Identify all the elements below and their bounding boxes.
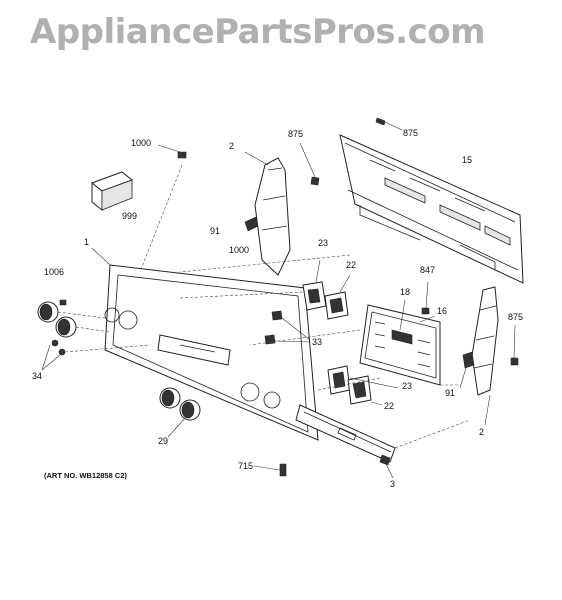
callout-875-left: 875 (288, 129, 304, 139)
callout-91-left: 91 (210, 226, 221, 236)
screw-1000 (139, 144, 187, 273)
assembly-lines (179, 254, 471, 449)
callout-23-upper: 23 (318, 238, 329, 248)
rear-bracket-panel (339, 134, 524, 284)
callout-16: 16 (437, 306, 448, 316)
callout-1: 1 (84, 237, 90, 247)
callout-22-lower: 22 (384, 401, 395, 411)
screw-875-top (375, 117, 403, 131)
callout-875-right: 875 (508, 312, 524, 322)
callout-22-upper: 22 (346, 260, 357, 270)
right-end-cap (459, 286, 499, 426)
callout-1000-top: 1000 (131, 138, 152, 148)
callout-23-lower: 23 (402, 381, 413, 391)
foam-block-999 (90, 171, 134, 212)
infinite-switch-lower (327, 365, 399, 406)
callout-1000-bottom: 1000 (229, 245, 250, 255)
callout-999: 999 (122, 211, 138, 221)
screw-875-left (299, 142, 320, 186)
callout-715: 715 (238, 461, 254, 471)
callout-847: 847 (420, 265, 436, 275)
callout-29: 29 (158, 436, 169, 446)
callout-15: 15 (462, 155, 473, 165)
callout-34: 34 (32, 371, 43, 381)
knobs-bottom (159, 387, 201, 438)
knobs-left (37, 299, 151, 371)
callout-2-left: 2 (229, 141, 235, 151)
clips-33 (264, 310, 311, 345)
infinite-switch-upper (179, 259, 351, 320)
callout-33: 33 (312, 337, 323, 347)
callout-875-top: 875 (403, 128, 419, 138)
screw-715 (253, 463, 287, 477)
watermark: AppliancePartsPros.com (30, 12, 486, 52)
screw-847 (421, 281, 430, 315)
callout-2-right: 2 (479, 427, 485, 437)
screw-875-right (510, 324, 519, 366)
callout-3: 3 (390, 479, 396, 489)
left-end-cap (244, 151, 291, 276)
callout-91-right: 91 (445, 388, 456, 398)
callout-1006: 1006 (44, 267, 65, 277)
bottom-trim (295, 404, 396, 479)
control-panel (91, 247, 319, 441)
art-number: (ART NO. WB12858 C2) (44, 471, 127, 480)
callout-18: 18 (400, 287, 411, 297)
